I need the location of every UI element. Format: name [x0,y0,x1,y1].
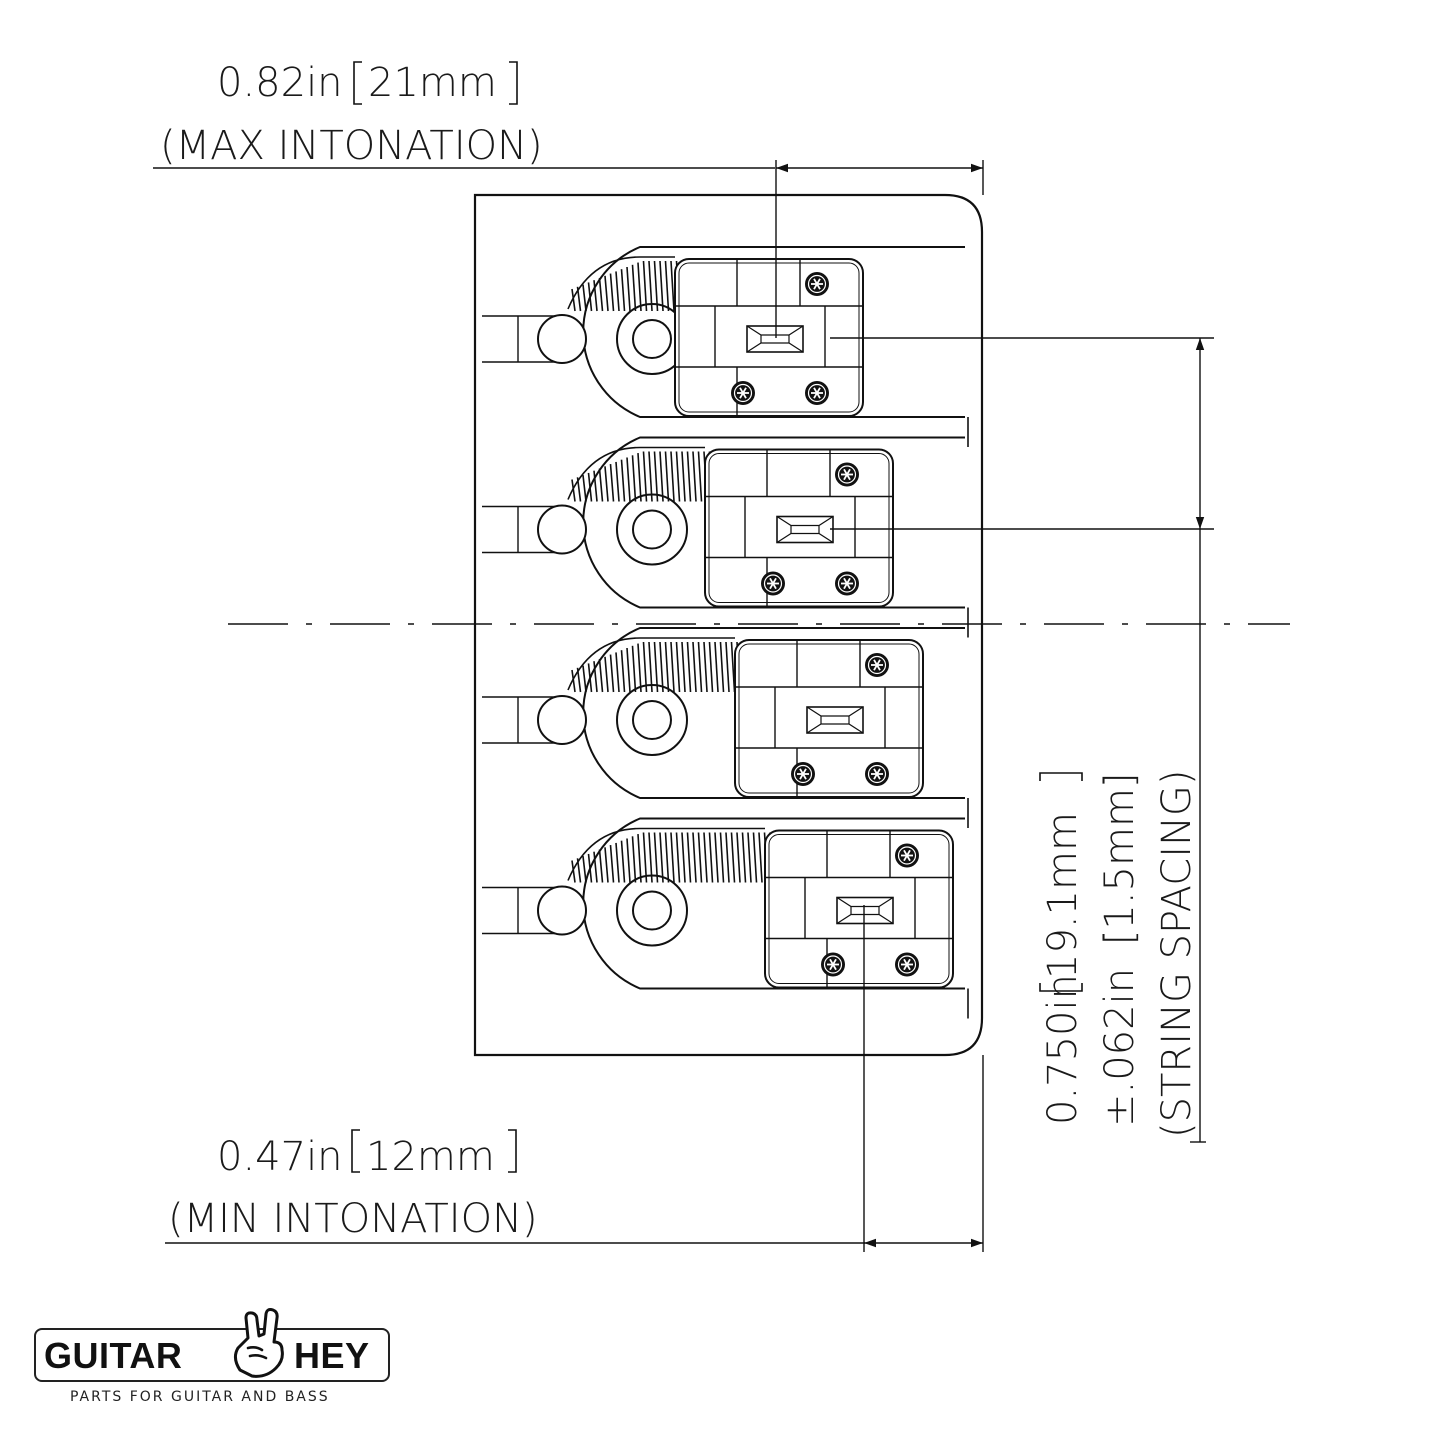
screw-icon [865,653,889,677]
saddle [482,627,969,828]
screw-icon [821,952,845,977]
height-screw-outer [616,874,688,947]
min-intonation-metric-text: 12mm [366,1134,495,1180]
spring-icon [567,446,714,502]
string-spacing-value-text: 0.750in 19.1mm [1039,772,1086,1125]
saddle [482,436,969,638]
pivot-pin [537,885,587,936]
screw-icon [731,381,755,405]
bridge-base-plate [473,193,984,1057]
max-intonation-value-text: 0.82in [217,60,343,106]
string-spacing-tolerance-text: ±.062in [1.5mm] [1097,772,1143,1127]
logo-tagline: PARTS FOR GUITAR AND BASS [70,1389,330,1405]
spring-icon [567,827,774,883]
screw-icon [835,462,859,487]
screw-icon [805,381,829,405]
screw-icon [791,762,815,786]
height-screw-outer [616,493,688,566]
height-screw-inner [632,700,672,740]
screw-icon [761,571,785,596]
string-spacing-dimension: 0.750in 19.1mm ±.062in [1.5mm] (STRING S… [830,337,1214,1143]
height-screw-inner [632,509,672,550]
min-intonation-dimension: 0.47in 12mm (MIN INTONATION) [165,905,984,1252]
max-intonation-label: (MAX INTONATION) [160,123,543,169]
pivot-pin [537,504,587,555]
height-screw-inner [632,890,672,931]
screw-icon [895,843,919,868]
screw-icon [805,272,829,296]
max-intonation-metric-text: 21mm [368,60,497,106]
screw-icon [865,762,889,786]
guitar-hey-logo: GUITAR HEY [34,1308,390,1382]
string-spacing-label: (STRING SPACING) [1154,769,1200,1138]
saddle [482,246,969,447]
height-screw-outer [616,684,688,756]
min-intonation-value-text: 0.47in [217,1134,343,1180]
svg-text:19.1mm: 19.1mm [1040,812,1086,979]
min-intonation-label: (MIN INTONATION) [168,1196,538,1242]
string-slot [806,706,864,734]
string-slot [836,896,894,925]
string-slot [776,515,834,544]
logo-left-word: GUITAR [44,1335,183,1376]
pivot-pin [537,695,587,745]
svg-text:0.750in: 0.750in [1040,974,1086,1125]
screw-icon [835,571,859,596]
spring-icon [567,637,747,693]
saddle-group [482,246,969,1019]
saddle [482,817,969,1019]
pivot-pin [537,314,587,364]
max-intonation-dimension: 0.82in 21mm (MAX INTONATION) [153,60,984,338]
spring-icon [567,256,686,312]
screw-icon [895,952,919,977]
string-slot [746,325,804,353]
hand-rock-icon [233,1308,284,1378]
height-screw-inner [632,319,672,359]
logo-right-word: HEY [294,1335,370,1376]
